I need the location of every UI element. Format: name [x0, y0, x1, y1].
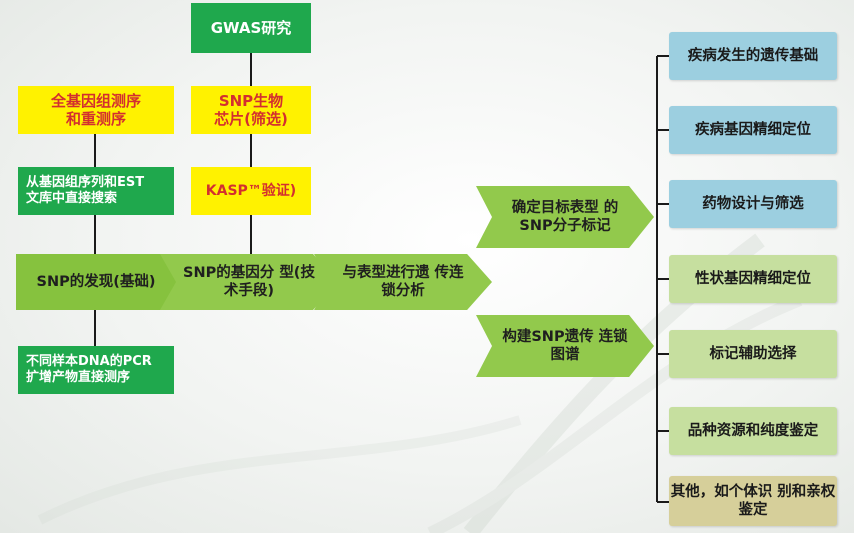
typing-line1: SNP的基因分: [183, 264, 275, 281]
wgs-line1: 全基因组测序: [50, 92, 141, 110]
app-label: 品种资源和纯度鉴定: [687, 422, 819, 439]
app-label: 标记辅助选择: [709, 345, 797, 362]
pcr-box: 不同样本DNA的PCR 扩增产物直接测序: [18, 346, 174, 394]
app-label-line1: 其他，如个体识: [670, 483, 773, 500]
app-label: 药物设计与筛选: [702, 195, 804, 212]
app-trait-gene-mapping: 性状基因精细定位: [669, 255, 837, 303]
app-variety-purity: 品种资源和纯度鉴定: [669, 407, 837, 455]
target-marker-arrow: 确定目标表型 的SNP分子标记: [476, 186, 654, 248]
map-line2: 连锁图谱: [550, 328, 628, 363]
pcr-line2: 扩增产物直接测序: [26, 370, 131, 385]
est-box: 从基因组序列和EST 文库中直接搜索: [18, 167, 174, 215]
chip-line1: SNP生物: [218, 92, 284, 110]
wgs-box: 全基因组测序 和重测序: [18, 86, 174, 134]
app-label: 疾病基因精细定位: [695, 121, 811, 138]
target-line1: 确定目标表型: [511, 199, 599, 216]
map-line1: 构建SNP遗传: [502, 328, 594, 345]
app-label: 性状基因精细定位: [695, 270, 811, 287]
discovery-arrow: SNP的发现(基础): [16, 254, 188, 310]
app-disease-gene-mapping: 疾病基因精细定位: [669, 106, 837, 154]
linkage-line1: 与表型进行遗: [342, 264, 430, 281]
app-disease-genetic-basis: 疾病发生的遗传基础: [669, 32, 837, 80]
target-line2: 的SNP分子标记: [519, 199, 619, 234]
app-other-identification: 其他，如个体识 别和亲权鉴定: [669, 476, 837, 526]
app-label: 疾病发生的遗传基础: [687, 47, 819, 64]
linkage-arrow: 与表型进行遗 传连锁分析: [314, 254, 492, 310]
gwas-label: GWAS研究: [210, 19, 292, 37]
kasp-box: KASP™验证): [191, 167, 311, 215]
chip-box: SNP生物 芯片(筛选): [191, 86, 311, 134]
linkage-map-arrow: 构建SNP遗传 连锁图谱: [476, 315, 654, 377]
chip-line2: 芯片(筛选): [214, 110, 288, 128]
wgs-line2: 和重测序: [65, 110, 126, 128]
est-line2: 文库中直接搜索: [26, 191, 118, 206]
discovery-label: SNP的发现(基础): [36, 273, 156, 290]
linkage-line2: 传连锁分析: [381, 264, 464, 299]
app-marker-assisted-selection: 标记辅助选择: [669, 330, 837, 378]
pcr-line1: 不同样本DNA的PCR: [26, 354, 152, 370]
gwas-box: GWAS研究: [191, 3, 311, 53]
est-line1: 从基因组序列和EST: [26, 175, 145, 191]
app-drug-design: 药物设计与筛选: [669, 180, 837, 228]
kasp-label: KASP™验证): [205, 182, 297, 199]
typing-line2: 型(技术手段): [223, 264, 315, 299]
app-label-line2: 别和亲权鉴定: [738, 483, 836, 518]
typing-arrow: SNP的基因分 型(技术手段): [160, 254, 338, 310]
